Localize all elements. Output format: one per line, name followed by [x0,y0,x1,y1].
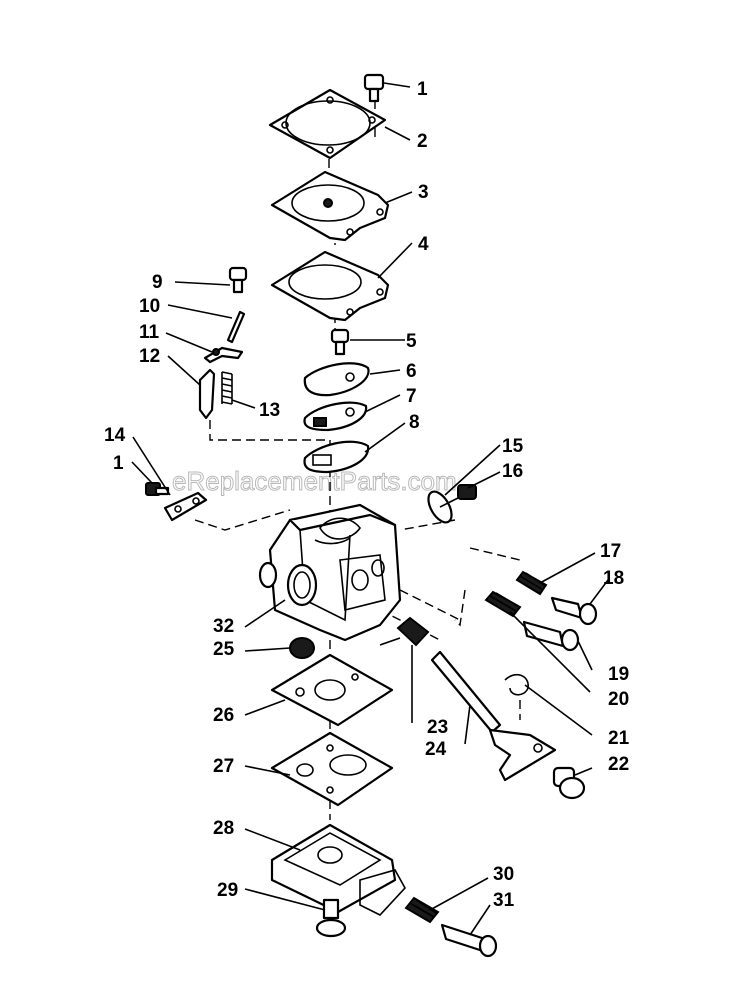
callout-31: 31 [493,890,515,911]
part-5-screw [330,328,350,356]
callout-13: 13 [259,400,280,421]
part-30-spring [404,896,440,924]
callout-30: 30 [493,864,514,885]
part-2-cover [268,88,387,160]
part-12-needle [198,368,216,420]
callout-23: 23 [427,717,448,738]
callout-6: 6 [406,361,417,382]
screw-axis-lines [379,547,521,641]
part-20-spring [484,590,522,618]
part-27-gasket [270,731,394,807]
part-17-spring [515,570,548,596]
part-11-lever [203,346,244,364]
part-13-spring [221,371,233,405]
part-14-flange [163,491,208,522]
callout-9: 9 [152,272,163,293]
part-18-screw [550,596,598,626]
part-31-screw [440,923,498,958]
part-16-nut [457,484,477,500]
part-24-shaft [430,650,557,782]
callout-1: 1 [417,79,428,100]
part-4-gasket [270,250,390,322]
callout-18: 18 [603,568,624,589]
part-23-spring [379,616,430,647]
callout-16: 16 [502,461,523,482]
callout-32: 32 [213,616,234,637]
part-19-screw [522,620,580,652]
part-1-screw-left [145,482,170,496]
callout-22: 22 [608,754,629,775]
part-21-clip [504,673,529,696]
part-6-plate [303,362,370,397]
assembly-centerline-left [194,509,291,531]
part-29-screw [315,898,347,938]
callout-28: 28 [213,818,234,839]
part-1-screw [363,73,385,103]
callout-5: 5 [406,331,417,352]
leader-lines [131,82,609,936]
callout-8: 8 [409,412,420,433]
part-32-carburetor-body [258,503,402,642]
callout-3: 3 [418,182,429,203]
part-7-plate [303,401,368,432]
callout-29: 29 [217,880,238,901]
part-25-nut [289,637,315,659]
callout-17: 17 [600,541,621,562]
part-3-diaphragm [270,170,390,242]
callout-1-left: 1 [113,453,124,474]
callout-20: 20 [608,689,629,710]
callout-25: 25 [213,639,235,660]
callout-24: 24 [425,739,447,760]
callout-27: 27 [213,756,234,777]
part-9-screw [228,266,248,294]
callout-11: 11 [139,322,160,343]
part-26-plate [270,653,394,727]
callout-10: 10 [139,296,160,317]
callout-7: 7 [406,386,417,407]
part-28-cover [270,823,406,916]
assembly-centerline-right [399,519,456,531]
part-10-pin [226,310,246,344]
callout-19: 19 [608,664,629,685]
callout-12: 12 [139,346,160,367]
callout-14: 14 [104,425,126,446]
callout-21: 21 [608,728,630,749]
callout-labels: 1 2 3 4 5 6 7 8 9 10 11 12 13 14 1 15 16… [104,79,630,911]
part-22-screw [552,766,586,800]
callout-15: 15 [502,436,524,457]
callout-26: 26 [213,705,234,726]
callout-2: 2 [417,131,428,152]
part-8-plate [303,440,370,474]
callout-4: 4 [418,234,429,255]
